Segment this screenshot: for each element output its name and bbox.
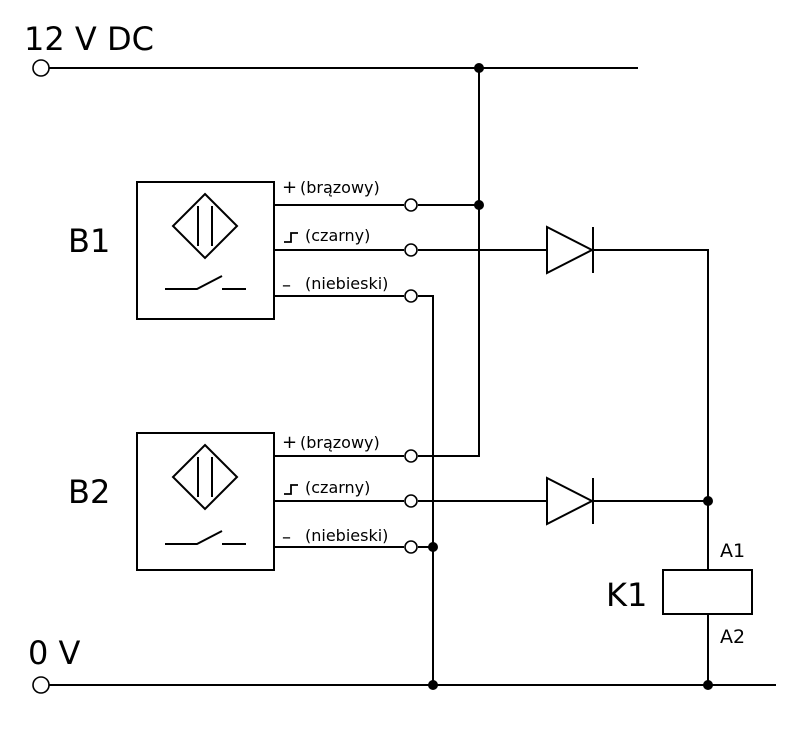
- junction-dot: [703, 680, 713, 690]
- ground-terminal: [32, 676, 50, 694]
- supply-vertical-wire: [418, 68, 480, 457]
- sensor-b2-minus-label: (niebieski): [305, 526, 388, 545]
- diode-1-icon: [546, 225, 595, 275]
- sensor-b1-terminal-signal: [404, 243, 418, 257]
- sensor-b2-body: [136, 432, 275, 571]
- sensor-b2-signal-label: (czarny): [305, 478, 370, 497]
- junction-dot: [474, 63, 484, 73]
- sensor-b2-plus-sign: +: [282, 432, 297, 453]
- sensor-b1-sensor-icon: [171, 192, 239, 260]
- sensor-b2-terminal-minus: [404, 540, 418, 554]
- relay-pin-a1-label: A1: [720, 540, 745, 562]
- relay-k1-coil: [662, 569, 753, 615]
- ground-rail-label: 0 V: [28, 634, 81, 672]
- relay-pin-a2-label: A2: [720, 626, 745, 648]
- ground-vertical-wire: [418, 295, 434, 685]
- sensor-b1-minus-label: (niebieski): [305, 274, 388, 293]
- relay-k1-label: K1: [606, 576, 647, 614]
- sensor-b2-label: B2: [68, 473, 110, 511]
- sensor-b1-label: B1: [68, 222, 110, 260]
- junction-dot: [703, 496, 713, 506]
- sensor-b2-sensor-icon: [171, 443, 239, 511]
- junction-dot: [474, 200, 484, 210]
- sensor-b2-signal-step-icon: [284, 484, 298, 495]
- supply-terminal: [32, 59, 50, 77]
- sensor-b2-terminal-plus: [404, 449, 418, 463]
- diode-1-output-wire: [593, 249, 709, 570]
- sensor-b2-plus-label: (brązowy): [300, 433, 380, 452]
- supply-rail-label: 12 V DC: [24, 20, 154, 58]
- sensor-b1-plus-label: (brązowy): [300, 178, 380, 197]
- sensor-b2-switch-icon: [165, 530, 223, 545]
- sensor-b1-terminal-plus: [404, 198, 418, 212]
- junction-dot: [428, 680, 438, 690]
- sensor-b1-body: [136, 181, 275, 320]
- sensor-b1-terminal-minus: [404, 289, 418, 303]
- sensor-b2-minus-sign: –: [282, 527, 291, 548]
- diode-2-icon: [546, 476, 595, 526]
- junction-dot: [428, 542, 438, 552]
- sensor-b1-signal-label: (czarny): [305, 226, 370, 245]
- sensor-b1-minus-sign: –: [282, 275, 291, 296]
- sensor-b1-switch-icon: [165, 275, 223, 290]
- sensor-b1-plus-sign: +: [282, 177, 297, 198]
- sensor-b1-signal-step-icon: [284, 232, 298, 243]
- sensor-b2-terminal-signal: [404, 494, 418, 508]
